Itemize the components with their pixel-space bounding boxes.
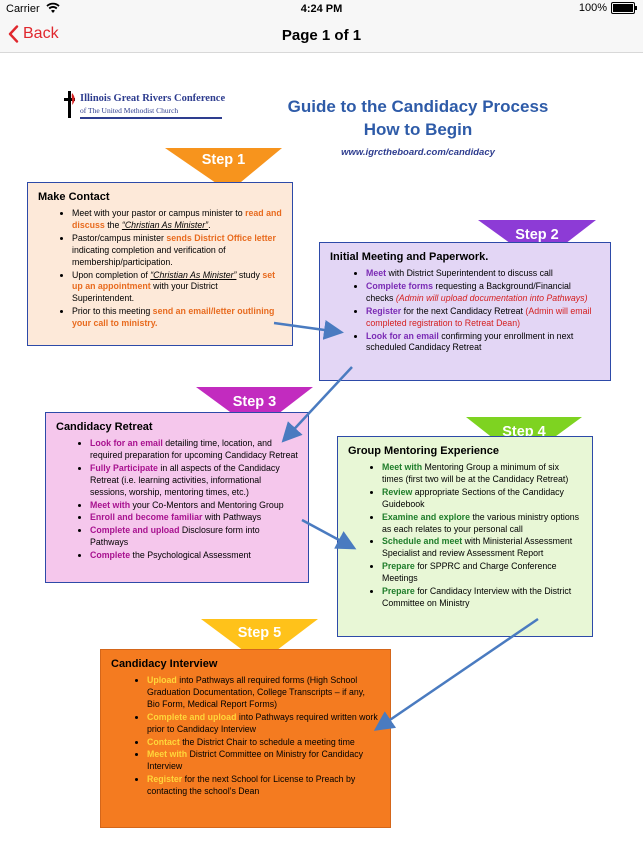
logo-line-2: of The United Methodist Church: [80, 106, 179, 115]
status-bar: Carrier 4:24 PM 100%: [0, 0, 643, 20]
list-item: Register for the next School for License…: [147, 774, 380, 798]
document-page: Illinois Great Rivers Conference of The …: [0, 53, 643, 857]
step-3-heading: Candidacy Retreat: [56, 421, 153, 433]
guide-title-line-1: Guide to the Candidacy Process: [287, 97, 549, 116]
step-3-banner: [196, 387, 313, 431]
list-item: Fully Participate in all aspects of the …: [90, 463, 298, 499]
step-2-label: Step 2: [515, 227, 559, 243]
step-1-box: Make Contact Meet with your pastor or ca…: [27, 182, 293, 346]
step-1-heading: Make Contact: [38, 191, 110, 203]
step-3-list: Look for an email detailing time, locati…: [56, 438, 298, 562]
list-item: Complete and upload into Pathways requir…: [147, 712, 380, 736]
arrow-step2-to-step3: [281, 366, 353, 443]
step-2-list: Meet with District Superintendent to dis…: [330, 268, 600, 354]
cross-flame-icon: [64, 91, 75, 118]
logo-line-1: Illinois Great Rivers Conference: [80, 93, 226, 104]
battery-percent: 100%: [578, 2, 607, 14]
list-item: Meet with your Co-Mentors and Mentoring …: [90, 500, 298, 512]
step-2-box: Initial Meeting and Paperwork. Meet with…: [319, 242, 611, 381]
list-item: Meet with District Superintendent to dis…: [366, 268, 600, 280]
list-item: Meet with District Committee on Ministry…: [147, 749, 380, 773]
list-item: Review appropriate Sections of the Candi…: [382, 487, 582, 511]
arrow-step1-to-step2: [273, 320, 344, 340]
step-5-heading: Candidacy Interview: [111, 658, 218, 670]
list-item: Prepare for Candidacy Interview with the…: [382, 586, 582, 610]
flow-arrows: [273, 320, 539, 731]
step-4-box: Group Mentoring Experience Meet with Men…: [337, 436, 593, 637]
list-item: Examine and explore the various ministry…: [382, 512, 582, 536]
wifi-icon: [46, 2, 60, 17]
list-item: Contact the District Chair to schedule a…: [147, 737, 380, 749]
list-item: Complete forms requesting a Background/F…: [366, 281, 600, 305]
clock: 4:24 PM: [300, 3, 343, 15]
list-item: Meet with your pastor or campus minister…: [72, 208, 282, 232]
page-indicator: Page 1 of 1: [281, 27, 362, 44]
back-label: Back: [23, 25, 59, 42]
guide-title: Guide to the Candidacy Process How to Be…: [248, 95, 588, 141]
conference-logo: Illinois Great Rivers Conference of The …: [58, 87, 228, 127]
step-1-banner: [165, 148, 282, 192]
list-item: Complete the Psychological Assessment: [90, 550, 298, 562]
list-item: Prepare for SPPRC and Charge Conference …: [382, 561, 582, 585]
step-3-box: Candidacy Retreat Look for an email deta…: [45, 412, 309, 583]
chevron-left-icon: [8, 25, 19, 43]
step-2-heading: Initial Meeting and Paperwork.: [330, 251, 489, 263]
list-item: Meet with Mentoring Group a minimum of s…: [382, 462, 582, 486]
navigation-bar: Back Page 1 of 1: [0, 20, 643, 53]
battery-icon: [611, 2, 637, 14]
guide-title-line-2: How to Begin: [363, 120, 473, 139]
step-4-heading: Group Mentoring Experience: [348, 445, 499, 457]
list-item: Prior to this meeting send an email/lett…: [72, 306, 282, 330]
list-item: Schedule and meet with Ministerial Asses…: [382, 536, 582, 560]
step-1-label: Step 1: [201, 152, 246, 168]
step-4-list: Meet with Mentoring Group a minimum of s…: [348, 462, 582, 610]
list-item: Enroll and become familiar with Pathways: [90, 512, 298, 524]
list-item: Look for an email detailing time, locati…: [90, 438, 298, 462]
arrow-step3-to-step4: [301, 518, 357, 550]
guide-url: www.igrctheboard.com/candidacy: [341, 147, 495, 158]
list-item: Upload into Pathways all required forms …: [147, 675, 380, 711]
step-3-label: Step 3: [232, 394, 277, 410]
step-5-box: Candidacy Interview Upload into Pathways…: [100, 649, 391, 828]
list-item: Complete and upload Disclosure form into…: [90, 525, 298, 549]
list-item: Upon completion of “Christian As Ministe…: [72, 270, 282, 306]
list-item: Look for an email confirming your enroll…: [366, 331, 600, 355]
carrier-label: Carrier: [6, 3, 40, 15]
step-1-list: Meet with your pastor or campus minister…: [38, 208, 282, 330]
list-item: Pastor/campus minister sends District Of…: [72, 233, 282, 269]
back-button[interactable]: Back: [8, 25, 59, 43]
step-5-banner: [201, 619, 318, 663]
arrow-step4-to-step5: [373, 617, 539, 731]
step-5-label: Step 5: [237, 625, 282, 641]
logo-rule: [80, 117, 222, 119]
step-5-list: Upload into Pathways all required forms …: [111, 675, 380, 798]
battery-indicator: 100%: [578, 2, 637, 14]
list-item: Register for the next Candidacy Retreat …: [366, 306, 600, 330]
